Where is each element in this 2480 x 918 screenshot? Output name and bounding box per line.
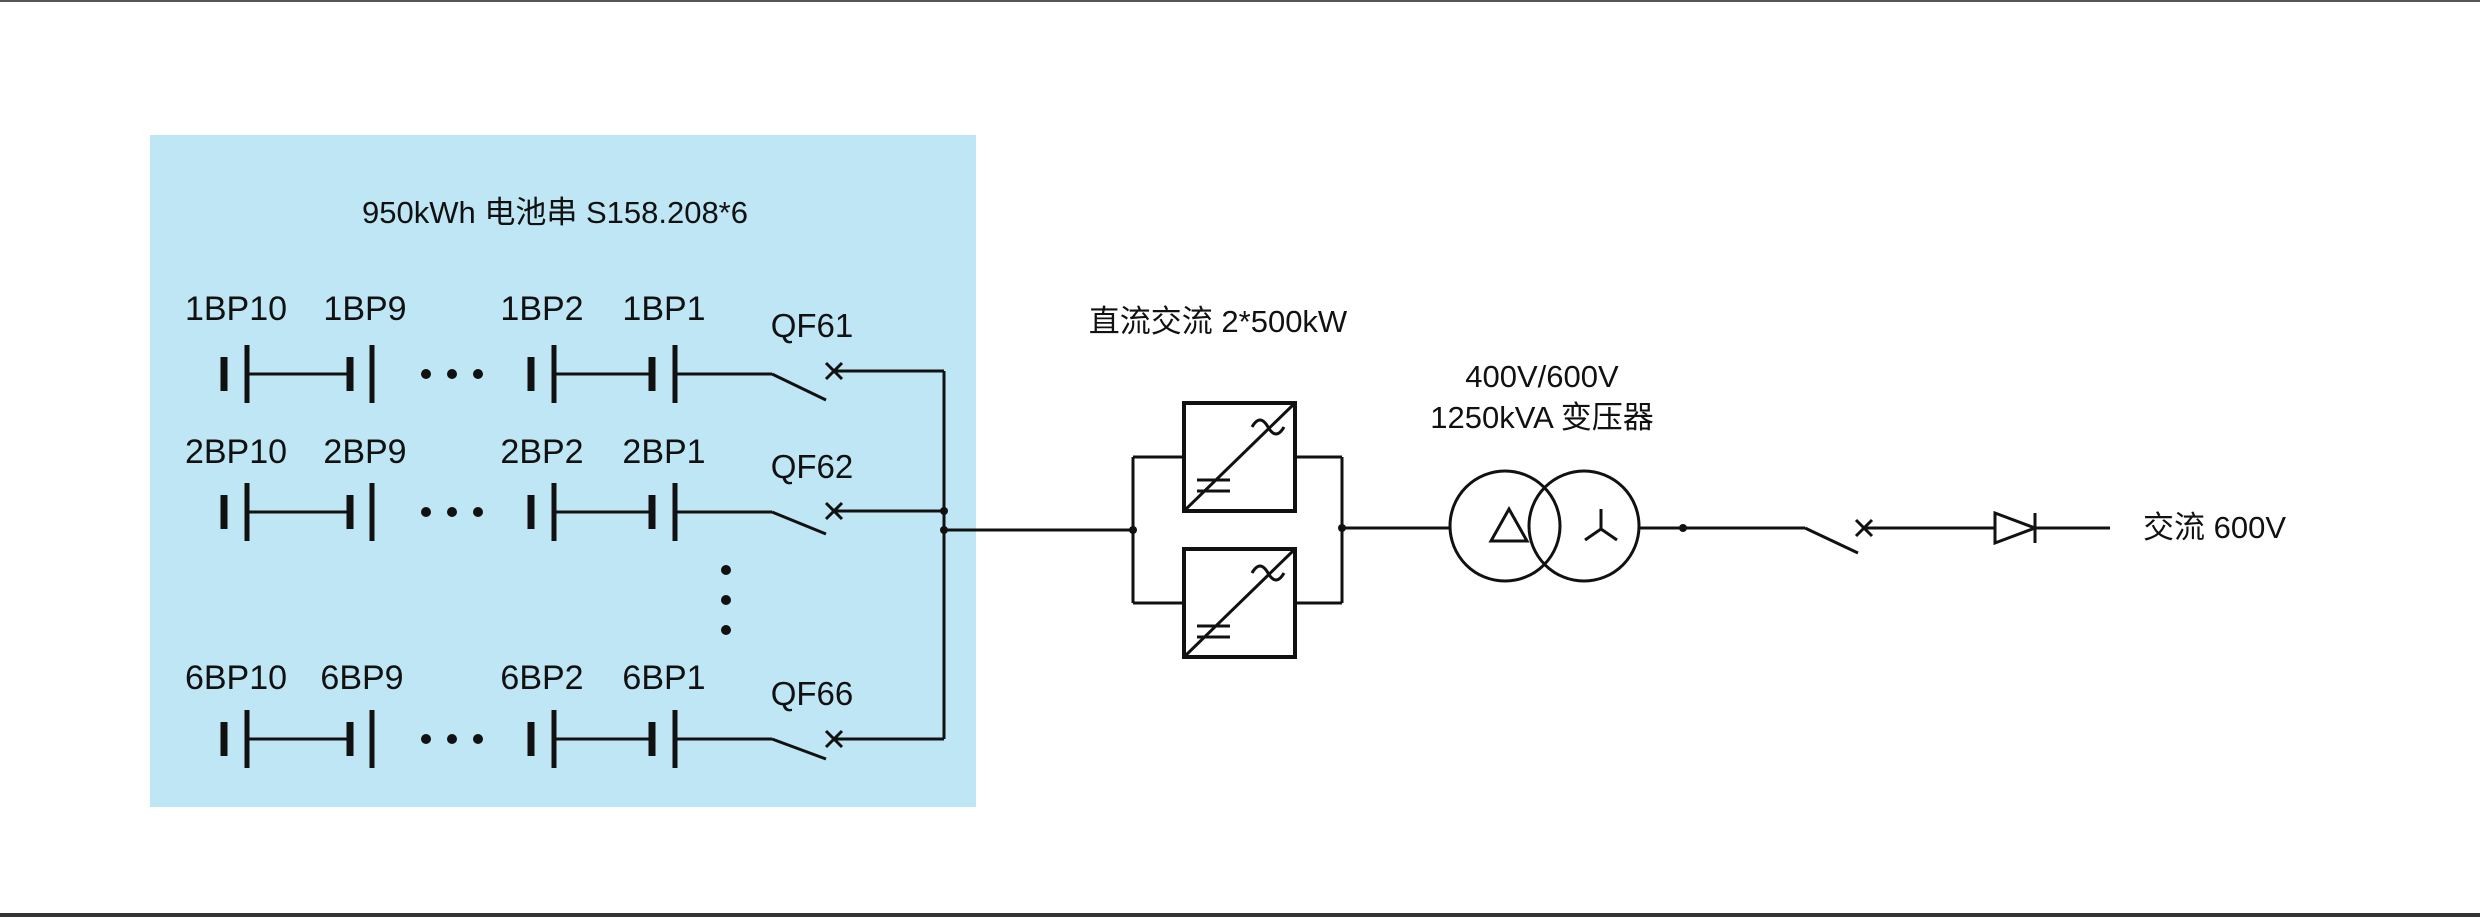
inverter-icon (1182, 401, 1297, 513)
battery-label: 2BP9 (323, 433, 406, 471)
vertical-ellipsis-dots (721, 565, 731, 635)
battery-string-row-2: 2BP10 2BP9 2BP2 2BP1 (185, 433, 944, 541)
converter-block (1129, 455, 1346, 605)
output-line (1639, 518, 2110, 555)
converter-label: 直流交流 2*500kW (1089, 304, 1348, 339)
transformer-rating: 400V/600V (1465, 359, 1619, 394)
breaker-switch-icon (771, 729, 944, 761)
battery-cell-symbol (220, 710, 375, 768)
transformer-label: 1250kVA 变压器 (1430, 400, 1653, 435)
transformer-icon (1448, 469, 1641, 583)
battery-panel (150, 135, 976, 807)
inverter-icon (1182, 547, 1297, 659)
battery-label: 2BP10 (185, 433, 287, 471)
battery-cell-symbol (220, 483, 375, 541)
ellipsis-dots (421, 507, 483, 517)
battery-string-row-1: 1BP10 1BP9 1BP2 1BP1 (185, 290, 944, 403)
battery-panel-title: 950kWh 电池串 S158.208*6 (362, 195, 748, 230)
battery-label: 2BP1 (622, 433, 705, 471)
breaker-label: QF62 (771, 448, 854, 485)
battery-label: 6BP1 (622, 659, 705, 697)
battery-label: 2BP2 (500, 433, 583, 471)
ellipsis-dots (421, 369, 483, 379)
battery-label: 1BP2 (500, 290, 583, 328)
output-arrow-icon (1993, 510, 2040, 546)
breaker-switch-icon (771, 361, 944, 402)
battery-label: 6BP2 (500, 659, 583, 697)
battery-cell-symbol (527, 345, 678, 403)
battery-label: 1BP9 (323, 290, 406, 328)
breaker-label: QF61 (771, 307, 854, 344)
battery-label: 1BP1 (622, 290, 705, 328)
breaker-label: QF66 (771, 675, 854, 712)
breaker-switch-icon (771, 501, 944, 536)
ellipsis-dots (421, 734, 483, 744)
dc-bus (940, 371, 1133, 739)
battery-string-row-6: 6BP10 6BP9 6BP2 6BP1 (185, 659, 944, 768)
output-label: 交流 600V (2143, 510, 2286, 545)
battery-cell-symbol (527, 483, 678, 541)
battery-label: 6BP10 (185, 659, 287, 697)
battery-cell-symbol (220, 345, 375, 403)
battery-label: 1BP10 (185, 290, 287, 328)
battery-label: 6BP9 (320, 659, 403, 697)
